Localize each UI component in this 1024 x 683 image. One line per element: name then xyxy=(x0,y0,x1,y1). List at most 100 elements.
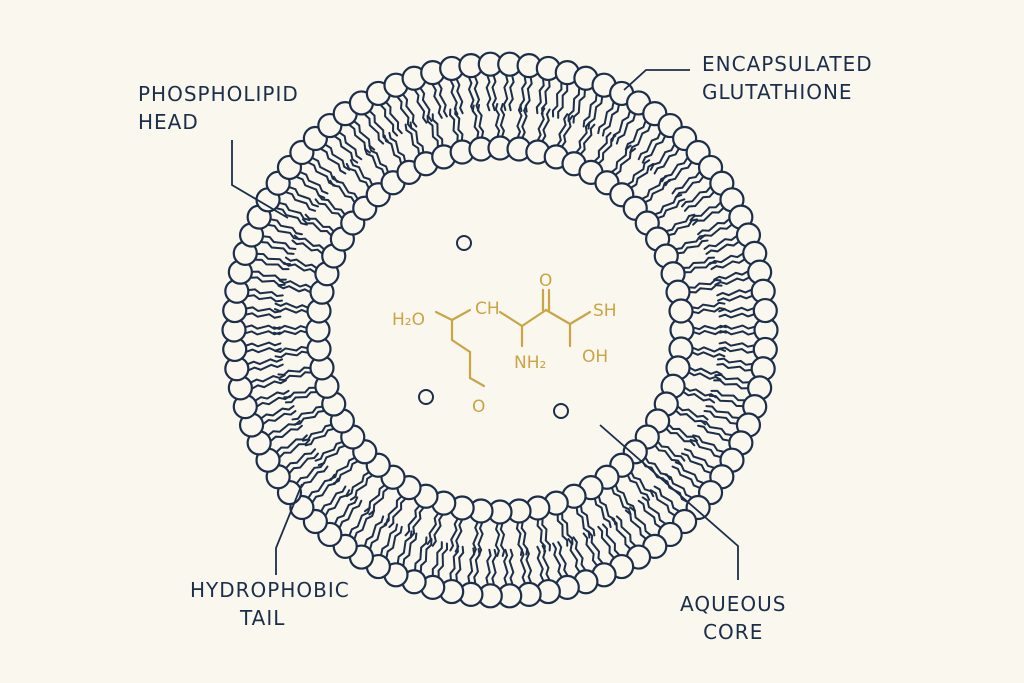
hydrophobic-tail xyxy=(260,241,295,255)
hydrophobic-tail xyxy=(279,438,311,458)
hydrophobic-tail xyxy=(304,213,335,232)
hydrophobic-tail xyxy=(449,544,459,581)
hydrophobic-tail xyxy=(692,434,724,453)
hydrophobic-tail xyxy=(516,103,523,138)
hydrophobic-tail xyxy=(291,405,323,421)
hydrophobic-tail xyxy=(691,351,726,358)
hydrophobic-tail xyxy=(681,186,712,208)
atom-h2o: H₂O xyxy=(392,310,425,330)
hydrophobic-tail xyxy=(307,161,336,187)
hydrophobic-tail xyxy=(471,104,480,139)
hydrophobic-tail xyxy=(644,457,671,481)
hydrophobic-tail xyxy=(380,104,399,137)
hydrophobic-tail xyxy=(567,87,581,122)
hydrophobic-tail xyxy=(363,147,386,176)
hydrophobic-tail xyxy=(502,75,509,112)
hydrophobic-tail xyxy=(449,518,459,552)
hydrophobic-tail xyxy=(473,76,481,113)
hydrophobic-tail xyxy=(688,371,722,381)
hydrophobic-tail xyxy=(288,186,319,208)
hydrophobic-tail xyxy=(699,419,733,437)
hydrophobic-tail xyxy=(404,505,420,537)
label-line: AQUEOUS xyxy=(680,592,787,616)
hydrophobic-tail xyxy=(262,235,297,250)
hydrophobic-tail xyxy=(267,419,301,437)
hydrophobic-tail xyxy=(278,371,312,382)
hydrophobic-tail xyxy=(329,457,356,481)
hydrophobic-tail xyxy=(491,75,497,112)
hydrophobic-tail xyxy=(627,159,651,186)
hydrophobic-tail xyxy=(551,82,563,118)
hydrophobic-tail xyxy=(248,363,284,371)
hydrophobic-tail xyxy=(561,512,574,546)
hydrophobic-tail xyxy=(314,198,343,219)
hydrophobic-tail xyxy=(597,525,615,559)
bond xyxy=(498,310,524,328)
leader-line-glutathione xyxy=(623,69,690,91)
hydrophobic-tail xyxy=(273,324,308,331)
hydrophobic-tail xyxy=(681,452,712,474)
hydrophobic-tail xyxy=(717,357,753,366)
hydrophobic-tail xyxy=(245,306,282,314)
leader-line-phospholipid-head xyxy=(231,140,289,219)
hydrophobic-tail xyxy=(431,541,443,576)
hydrophobic-tail xyxy=(668,423,699,442)
hydrophobic-tail xyxy=(653,148,680,175)
hydrophobic-tail xyxy=(454,519,463,553)
hydrophobic-tail xyxy=(684,386,717,399)
hydrophobic-tail xyxy=(288,452,319,474)
hydrophobic-tail xyxy=(320,485,347,512)
hydrophobic-tail xyxy=(654,444,683,467)
hydrophobic-tail xyxy=(245,324,282,330)
hydrophobic-tail xyxy=(692,207,724,226)
hydrophobic-tail xyxy=(515,522,524,557)
water-particle xyxy=(418,389,434,405)
hydrophobic-tail xyxy=(349,159,373,186)
hydrophobic-tail xyxy=(675,234,707,250)
phospholipid-head xyxy=(668,298,694,324)
hydrophobic-tail xyxy=(262,410,297,425)
hydrophobic-tail xyxy=(649,489,676,516)
hydrophobic-tail xyxy=(689,438,721,458)
water-particle xyxy=(456,235,472,251)
bond xyxy=(468,376,486,388)
hydrophobic-tail xyxy=(580,505,596,537)
hydrophobic-tail xyxy=(718,346,755,354)
hydrophobic-tail xyxy=(611,110,631,142)
hydrophobic-tail xyxy=(267,223,301,241)
label-aqueous-core: AQUEOUS CORE xyxy=(680,590,786,646)
hydrophobic-tail xyxy=(324,144,351,171)
hydrophobic-tail xyxy=(296,461,326,484)
hydrophobic-tail xyxy=(598,134,617,165)
hydrophobic-tail xyxy=(383,134,402,165)
hydrophobic-tail xyxy=(671,171,701,195)
hydrophobic-tail xyxy=(283,261,316,274)
hydrophobic-tail xyxy=(630,471,655,498)
hydrophobic-tail xyxy=(284,256,318,269)
hydrophobic-tail xyxy=(273,307,308,314)
hydrophobic-tail xyxy=(477,522,484,557)
hydrophobic-tail xyxy=(472,521,479,556)
hydrophobic-tail xyxy=(274,350,309,359)
hydrophobic-tail xyxy=(541,518,552,552)
hydrophobic-tail xyxy=(494,103,501,138)
hydrophobic-tail xyxy=(260,405,295,419)
hydrophobic-tail xyxy=(317,193,346,216)
hydrophobic-tail xyxy=(368,487,389,516)
hydrophobic-tail xyxy=(718,324,755,330)
hydrophobic-tail xyxy=(614,484,637,513)
hydrophobic-tail xyxy=(494,522,501,557)
hydrophobic-tail xyxy=(536,519,546,553)
hydrophobic-tail xyxy=(668,218,699,237)
hydrophobic-tail xyxy=(630,162,655,189)
hydrophobic-tail xyxy=(369,518,389,550)
hydrophobic-tail xyxy=(491,548,498,585)
hydrophobic-tail xyxy=(404,123,420,155)
hydrophobic-tail xyxy=(692,306,727,315)
hydrophobic-tail xyxy=(276,207,308,226)
hydrophobic-tail xyxy=(245,341,282,348)
hydrophobic-tail xyxy=(611,518,631,550)
hydrophobic-tail xyxy=(593,498,612,529)
hydrophobic-tail xyxy=(637,499,662,529)
hydrophobic-tail xyxy=(629,124,652,154)
